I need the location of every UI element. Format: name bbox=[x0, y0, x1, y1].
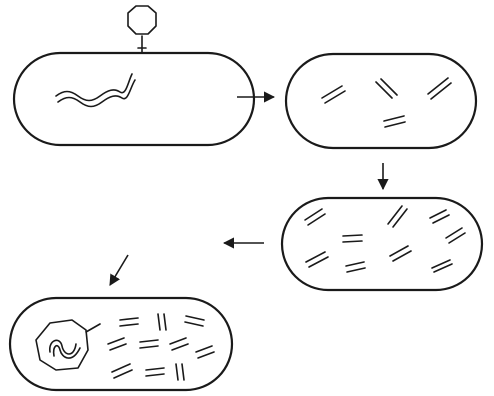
cell-stage-3 bbox=[282, 198, 482, 290]
bacterial-cell-2 bbox=[286, 54, 476, 148]
cell-stage-1 bbox=[14, 6, 254, 145]
bacterial-cell-4 bbox=[10, 298, 232, 390]
cell-stage-2 bbox=[286, 54, 476, 148]
dna-fragment bbox=[343, 241, 362, 242]
dna-fragment bbox=[343, 235, 362, 236]
phage-head-icon bbox=[128, 6, 156, 34]
cell-stage-4 bbox=[10, 298, 232, 390]
bacterial-cell-3 bbox=[282, 198, 482, 290]
bacterial-cell-1 bbox=[14, 53, 254, 145]
arrow-into-stage4 bbox=[110, 255, 128, 285]
